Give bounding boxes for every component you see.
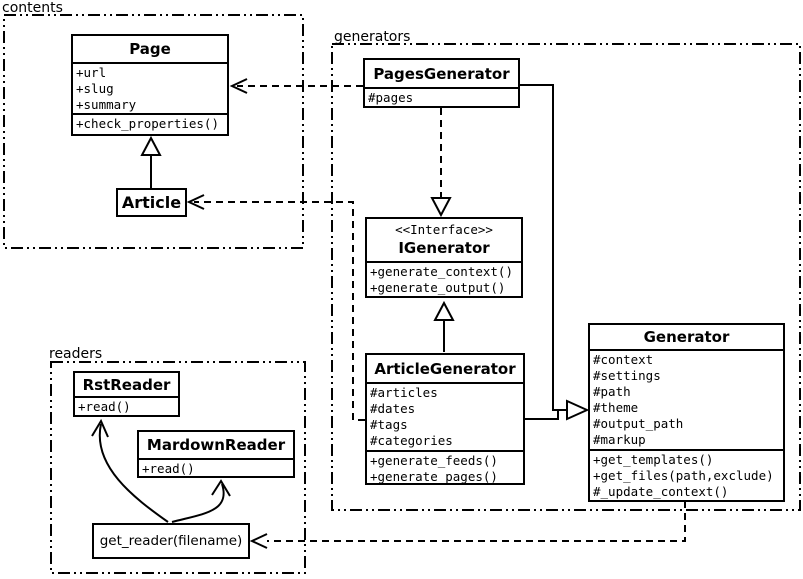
inheritance-pagesgenerator-to-generator [519, 84, 566, 411]
method: +generate_context() [370, 264, 513, 279]
class-rstreader: RstReader +read() [73, 371, 180, 417]
class-pagesgenerator: PagesGenerator #pages [363, 58, 520, 108]
mardownreader-methods: +read() [139, 458, 293, 476]
package-label-contents: contents [2, 0, 63, 16]
articlegenerator-attributes: #articles #dates #tags #categories [367, 382, 523, 450]
method: +get_templates() [593, 452, 714, 467]
attribute: #path [593, 384, 631, 399]
attribute: #tags [370, 417, 408, 432]
attribute: #dates [370, 401, 416, 416]
generator-methods: +get_templates() +get_files(path,exclude… [590, 449, 783, 500]
package-frame-contents [3, 14, 304, 249]
dependency-articlegenerator-to-article [186, 194, 365, 421]
attribute: #output_path [593, 416, 684, 431]
attribute: #markup [593, 432, 646, 447]
attribute: #context [593, 352, 654, 367]
method: +generate_output() [370, 280, 506, 295]
igenerator-methods: +generate_context() +generate_output() [367, 261, 521, 296]
class-title-igenerator: IGenerator [398, 239, 490, 257]
dependency-generator-to-getreader [249, 501, 686, 549]
class-page: Page +url +slug +summary +check_properti… [71, 34, 229, 136]
class-title-article: Article [121, 193, 182, 212]
rstreader-methods: +read() [75, 396, 178, 415]
method: +generate_pages() [370, 469, 498, 483]
method: +check_properties() [76, 116, 219, 131]
attribute: #pages [368, 90, 414, 105]
package-frame-readers [50, 361, 306, 574]
class-title-articlegenerator: ArticleGenerator [374, 359, 516, 378]
arrow-getreader-to-rstreader [91, 418, 169, 523]
method: +generate_feeds() [370, 453, 498, 468]
package-frame-generators [331, 43, 801, 511]
page-methods: +check_properties() [73, 113, 227, 134]
method: +read() [142, 461, 195, 476]
package-label-generators: generators [334, 29, 411, 45]
generator-attributes: #context #settings #path #theme #output_… [590, 349, 783, 449]
inheritance-articlegenerator-to-igenerator [433, 300, 455, 352]
arrow-getreader-to-mardownreader [171, 479, 231, 523]
attribute: #articles [370, 385, 438, 400]
class-articlegenerator: ArticleGenerator #articles #dates #tags … [365, 353, 525, 485]
pagesgenerator-attributes: #pages [365, 87, 518, 106]
class-title-mardownreader: MardownReader [146, 436, 286, 454]
attribute: #theme [593, 400, 639, 415]
attribute: #settings [593, 368, 661, 383]
page-attributes: +url +slug +summary [73, 62, 227, 113]
method: +read() [78, 399, 131, 414]
method: +get_files(path,exclude) [593, 468, 774, 483]
dependency-pagesgenerator-to-page [229, 78, 363, 94]
attribute: +slug [76, 81, 114, 96]
method: #_update_context() [593, 484, 729, 499]
class-title-page: Page [129, 40, 171, 58]
attribute: +url [76, 65, 107, 80]
package-label-readers: readers [49, 346, 103, 362]
attribute: +summary [76, 97, 137, 112]
class-article: Article [116, 188, 187, 217]
class-generator: Generator #context #settings #path #them… [588, 323, 785, 502]
class-title-pagesgenerator: PagesGenerator [373, 64, 510, 83]
igenerator-title-block: <<Interface>> IGenerator [367, 219, 521, 261]
articlegenerator-methods: +generate_feeds() +generate_pages() [367, 450, 523, 483]
stereotype-label: <<Interface>> [395, 222, 493, 237]
class-igenerator: <<Interface>> IGenerator +generate_conte… [365, 217, 523, 298]
inheritance-articlegenerator-to-generator [524, 399, 590, 421]
attribute: #categories [370, 433, 453, 448]
class-mardownreader: MardownReader +read() [137, 430, 295, 478]
class-title-generator: Generator [643, 328, 730, 346]
realization-pagesgenerator-to-igenerator [430, 108, 452, 218]
function-get-reader: get_reader(filename) [92, 523, 250, 559]
inheritance-article-to-page [140, 135, 162, 188]
get-reader-label: get_reader(filename) [99, 533, 243, 549]
class-title-rstreader: RstReader [82, 375, 171, 394]
